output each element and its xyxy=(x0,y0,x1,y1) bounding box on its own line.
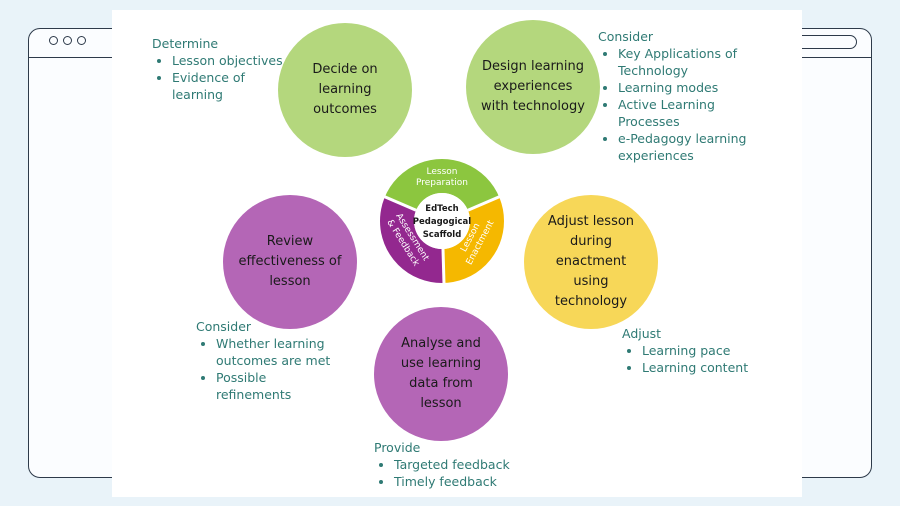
node-decide-learning-outcomes: Decide on learning outcomes xyxy=(278,23,412,157)
ring-separator xyxy=(441,248,446,284)
note-provide-item: Targeted feedback xyxy=(394,456,510,473)
node-adjust-label: Adjust lesson during enactment using tec… xyxy=(547,214,635,309)
note-consider-design-item: e-Pedagogy learning experiences xyxy=(618,130,758,164)
note-consider-review-item: Possible refinements xyxy=(216,369,306,403)
note-determine-item: Lesson objectives xyxy=(172,52,283,69)
note-consider-design-item: Learning modes xyxy=(618,79,758,96)
note-determine-heading: Determine xyxy=(152,36,219,51)
note-provide: Provide Targeted feedback Timely feedbac… xyxy=(374,439,510,490)
ring-outline xyxy=(378,157,506,285)
note-consider-design-item: Key Applications of Technology xyxy=(618,45,758,79)
node-decide-label: Decide on learning outcomes xyxy=(312,62,378,117)
ring-separator xyxy=(383,195,417,212)
note-provide-heading: Provide xyxy=(374,440,421,455)
center-hub xyxy=(414,193,470,249)
note-adjust-heading: Adjust xyxy=(622,326,662,341)
note-determine: Determine Lesson objectives Evidence of … xyxy=(152,35,283,103)
note-adjust-item: Learning content xyxy=(642,359,748,376)
segment-preparation-label-1: Lesson xyxy=(427,167,458,177)
center-title-line3: Scaffold xyxy=(423,230,462,240)
node-analyse-label: Analyse and use learning data from lesso… xyxy=(400,336,482,411)
note-consider-review: Consider Whether learning outcomes are m… xyxy=(196,318,346,403)
node-design-label: Design learning experiences with technol… xyxy=(481,59,585,114)
segment-preparation-label-2: Preparation xyxy=(416,178,468,188)
window-controls xyxy=(49,36,86,45)
segment-lesson-preparation xyxy=(384,158,500,211)
center-title-line1: EdTech xyxy=(425,204,458,214)
note-determine-item: Evidence of learning xyxy=(172,69,262,103)
note-consider-review-item: Whether learning outcomes are met xyxy=(216,335,346,369)
window-control-dot-3[interactable] xyxy=(77,36,86,45)
note-consider-design-item: Active Learning Processes xyxy=(618,96,728,130)
note-consider-design: Consider Key Applications of Technology … xyxy=(598,28,758,164)
center-scaffold-ring: Lesson Preparation Lesson Enactment Asse… xyxy=(378,157,506,285)
note-adjust-item: Learning pace xyxy=(642,342,748,359)
node-adjust-lesson: Adjust lesson during enactment using tec… xyxy=(524,195,658,329)
note-consider-design-heading: Consider xyxy=(598,29,654,44)
center-title-line2: Pedagogical xyxy=(413,217,472,227)
window-control-dot-2[interactable] xyxy=(63,36,72,45)
node-design-learning-experiences: Design learning experiences with technol… xyxy=(466,20,600,154)
note-adjust: Adjust Learning pace Learning content xyxy=(622,325,748,376)
node-review-effectiveness: Review effectiveness of lesson xyxy=(223,195,357,329)
diagram-card: Decide on learning outcomes Design learn… xyxy=(112,10,802,497)
ring-separator xyxy=(467,195,501,212)
note-consider-review-heading: Consider xyxy=(196,319,252,334)
window-control-dot-1[interactable] xyxy=(49,36,58,45)
node-review-label: Review effectiveness of lesson xyxy=(238,234,342,289)
note-provide-item: Timely feedback xyxy=(394,473,510,490)
node-analyse-learning-data: Analyse and use learning data from lesso… xyxy=(374,307,508,441)
